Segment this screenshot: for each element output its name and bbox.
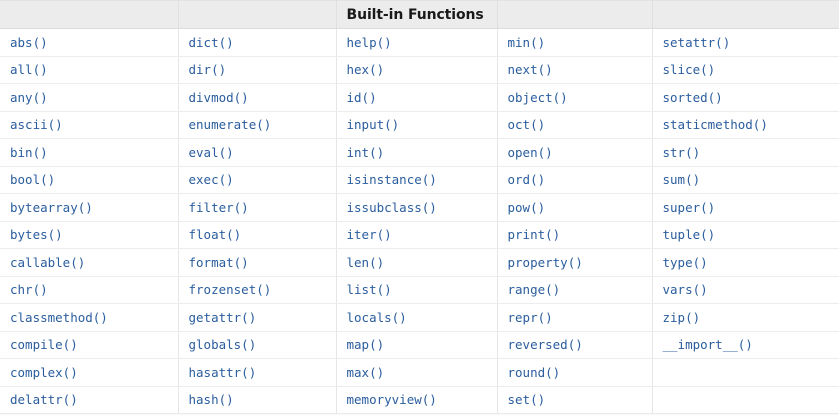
function-cell[interactable]: filter()	[178, 193, 337, 222]
function-cell[interactable]: repr()	[497, 303, 653, 332]
function-cell[interactable]: memoryview()	[336, 386, 498, 414]
function-cell[interactable]: globals()	[178, 331, 337, 359]
function-cell[interactable]: zip()	[652, 303, 839, 332]
table-header: Built-in Functions	[0, 0, 839, 29]
function-cell[interactable]: issubclass()	[336, 193, 498, 222]
table-row: all()dir()hex()next()slice()	[0, 56, 839, 84]
table-cell-empty	[652, 386, 839, 414]
function-cell[interactable]: delattr()	[0, 386, 179, 414]
function-cell[interactable]: dict()	[178, 28, 337, 57]
function-cell[interactable]: tuple()	[652, 221, 839, 249]
function-cell[interactable]: round()	[497, 358, 653, 387]
function-cell[interactable]: property()	[497, 248, 653, 277]
function-cell[interactable]: locals()	[336, 303, 498, 332]
function-cell[interactable]: next()	[497, 56, 653, 84]
function-cell[interactable]: classmethod()	[0, 303, 179, 332]
function-cell[interactable]: set()	[497, 386, 653, 414]
function-cell[interactable]: sum()	[652, 166, 839, 194]
table-header-row: Built-in Functions	[0, 0, 839, 29]
function-cell[interactable]: dir()	[178, 56, 337, 84]
table-row: complex()hasattr()max()round()	[0, 358, 839, 387]
function-cell[interactable]: hash()	[178, 386, 337, 414]
table-row: ascii()enumerate()input()oct()staticmeth…	[0, 111, 839, 139]
table-cell-empty	[652, 358, 839, 387]
function-cell[interactable]: eval()	[178, 138, 337, 167]
function-cell[interactable]: slice()	[652, 56, 839, 84]
function-cell[interactable]: hex()	[336, 56, 498, 84]
function-cell[interactable]: vars()	[652, 276, 839, 304]
function-cell[interactable]: hasattr()	[178, 358, 337, 387]
function-cell[interactable]: int()	[336, 138, 498, 167]
function-cell[interactable]: input()	[336, 111, 498, 139]
function-cell[interactable]: len()	[336, 248, 498, 277]
table-row: abs()dict()help()min()setattr()	[0, 28, 839, 57]
table-header-cell-1	[0, 0, 179, 29]
function-cell[interactable]: setattr()	[652, 28, 839, 57]
table-row: bin()eval()int()open()str()	[0, 138, 839, 167]
function-cell[interactable]: format()	[178, 248, 337, 277]
function-cell[interactable]: iter()	[336, 221, 498, 249]
function-cell[interactable]: staticmethod()	[652, 111, 839, 139]
function-cell[interactable]: compile()	[0, 331, 179, 359]
function-cell[interactable]: map()	[336, 331, 498, 359]
table-title: Built-in Functions	[336, 0, 498, 29]
function-cell[interactable]: print()	[497, 221, 653, 249]
function-cell[interactable]: isinstance()	[336, 166, 498, 194]
table-row: delattr()hash()memoryview()set()	[0, 386, 839, 414]
function-cell[interactable]: open()	[497, 138, 653, 167]
table-header-cell-2	[178, 0, 337, 29]
table-row: any()divmod()id()object()sorted()	[0, 83, 839, 112]
table-header-cell-4	[497, 0, 653, 29]
function-cell[interactable]: help()	[336, 28, 498, 57]
function-cell[interactable]: pow()	[497, 193, 653, 222]
function-cell[interactable]: sorted()	[652, 83, 839, 112]
function-cell[interactable]: super()	[652, 193, 839, 222]
function-cell[interactable]: str()	[652, 138, 839, 167]
table-row: chr()frozenset()list()range()vars()	[0, 276, 839, 304]
function-cell[interactable]: bytes()	[0, 221, 179, 249]
function-cell[interactable]: callable()	[0, 248, 179, 277]
function-cell[interactable]: bool()	[0, 166, 179, 194]
function-cell[interactable]: type()	[652, 248, 839, 277]
table-row: classmethod()getattr()locals()repr()zip(…	[0, 303, 839, 332]
table-header-cell-5	[652, 0, 839, 29]
table-row: compile()globals()map()reversed()__impor…	[0, 331, 839, 359]
function-cell[interactable]: __import__()	[652, 331, 839, 359]
function-cell[interactable]: exec()	[178, 166, 337, 194]
function-cell[interactable]: reversed()	[497, 331, 653, 359]
function-cell[interactable]: bin()	[0, 138, 179, 167]
function-cell[interactable]: complex()	[0, 358, 179, 387]
function-cell[interactable]: enumerate()	[178, 111, 337, 139]
function-cell[interactable]: id()	[336, 83, 498, 112]
table-row: bytearray()filter()issubclass()pow()supe…	[0, 193, 839, 222]
function-cell[interactable]: divmod()	[178, 83, 337, 112]
function-cell[interactable]: float()	[178, 221, 337, 249]
function-cell[interactable]: range()	[497, 276, 653, 304]
function-cell[interactable]: min()	[497, 28, 653, 57]
function-cell[interactable]: frozenset()	[178, 276, 337, 304]
function-cell[interactable]: abs()	[0, 28, 179, 57]
function-cell[interactable]: getattr()	[178, 303, 337, 332]
table-row: callable()format()len()property()type()	[0, 248, 839, 277]
table-body: abs()dict()help()min()setattr()all()dir(…	[0, 28, 839, 414]
table-row: bytes()float()iter()print()tuple()	[0, 221, 839, 249]
function-cell[interactable]: oct()	[497, 111, 653, 139]
function-cell[interactable]: max()	[336, 358, 498, 387]
function-cell[interactable]: list()	[336, 276, 498, 304]
function-cell[interactable]: chr()	[0, 276, 179, 304]
function-cell[interactable]: bytearray()	[0, 193, 179, 222]
function-cell[interactable]: ord()	[497, 166, 653, 194]
function-cell[interactable]: all()	[0, 56, 179, 84]
function-cell[interactable]: object()	[497, 83, 653, 112]
function-cell[interactable]: any()	[0, 83, 179, 112]
table-row: bool()exec()isinstance()ord()sum()	[0, 166, 839, 194]
function-cell[interactable]: ascii()	[0, 111, 179, 139]
